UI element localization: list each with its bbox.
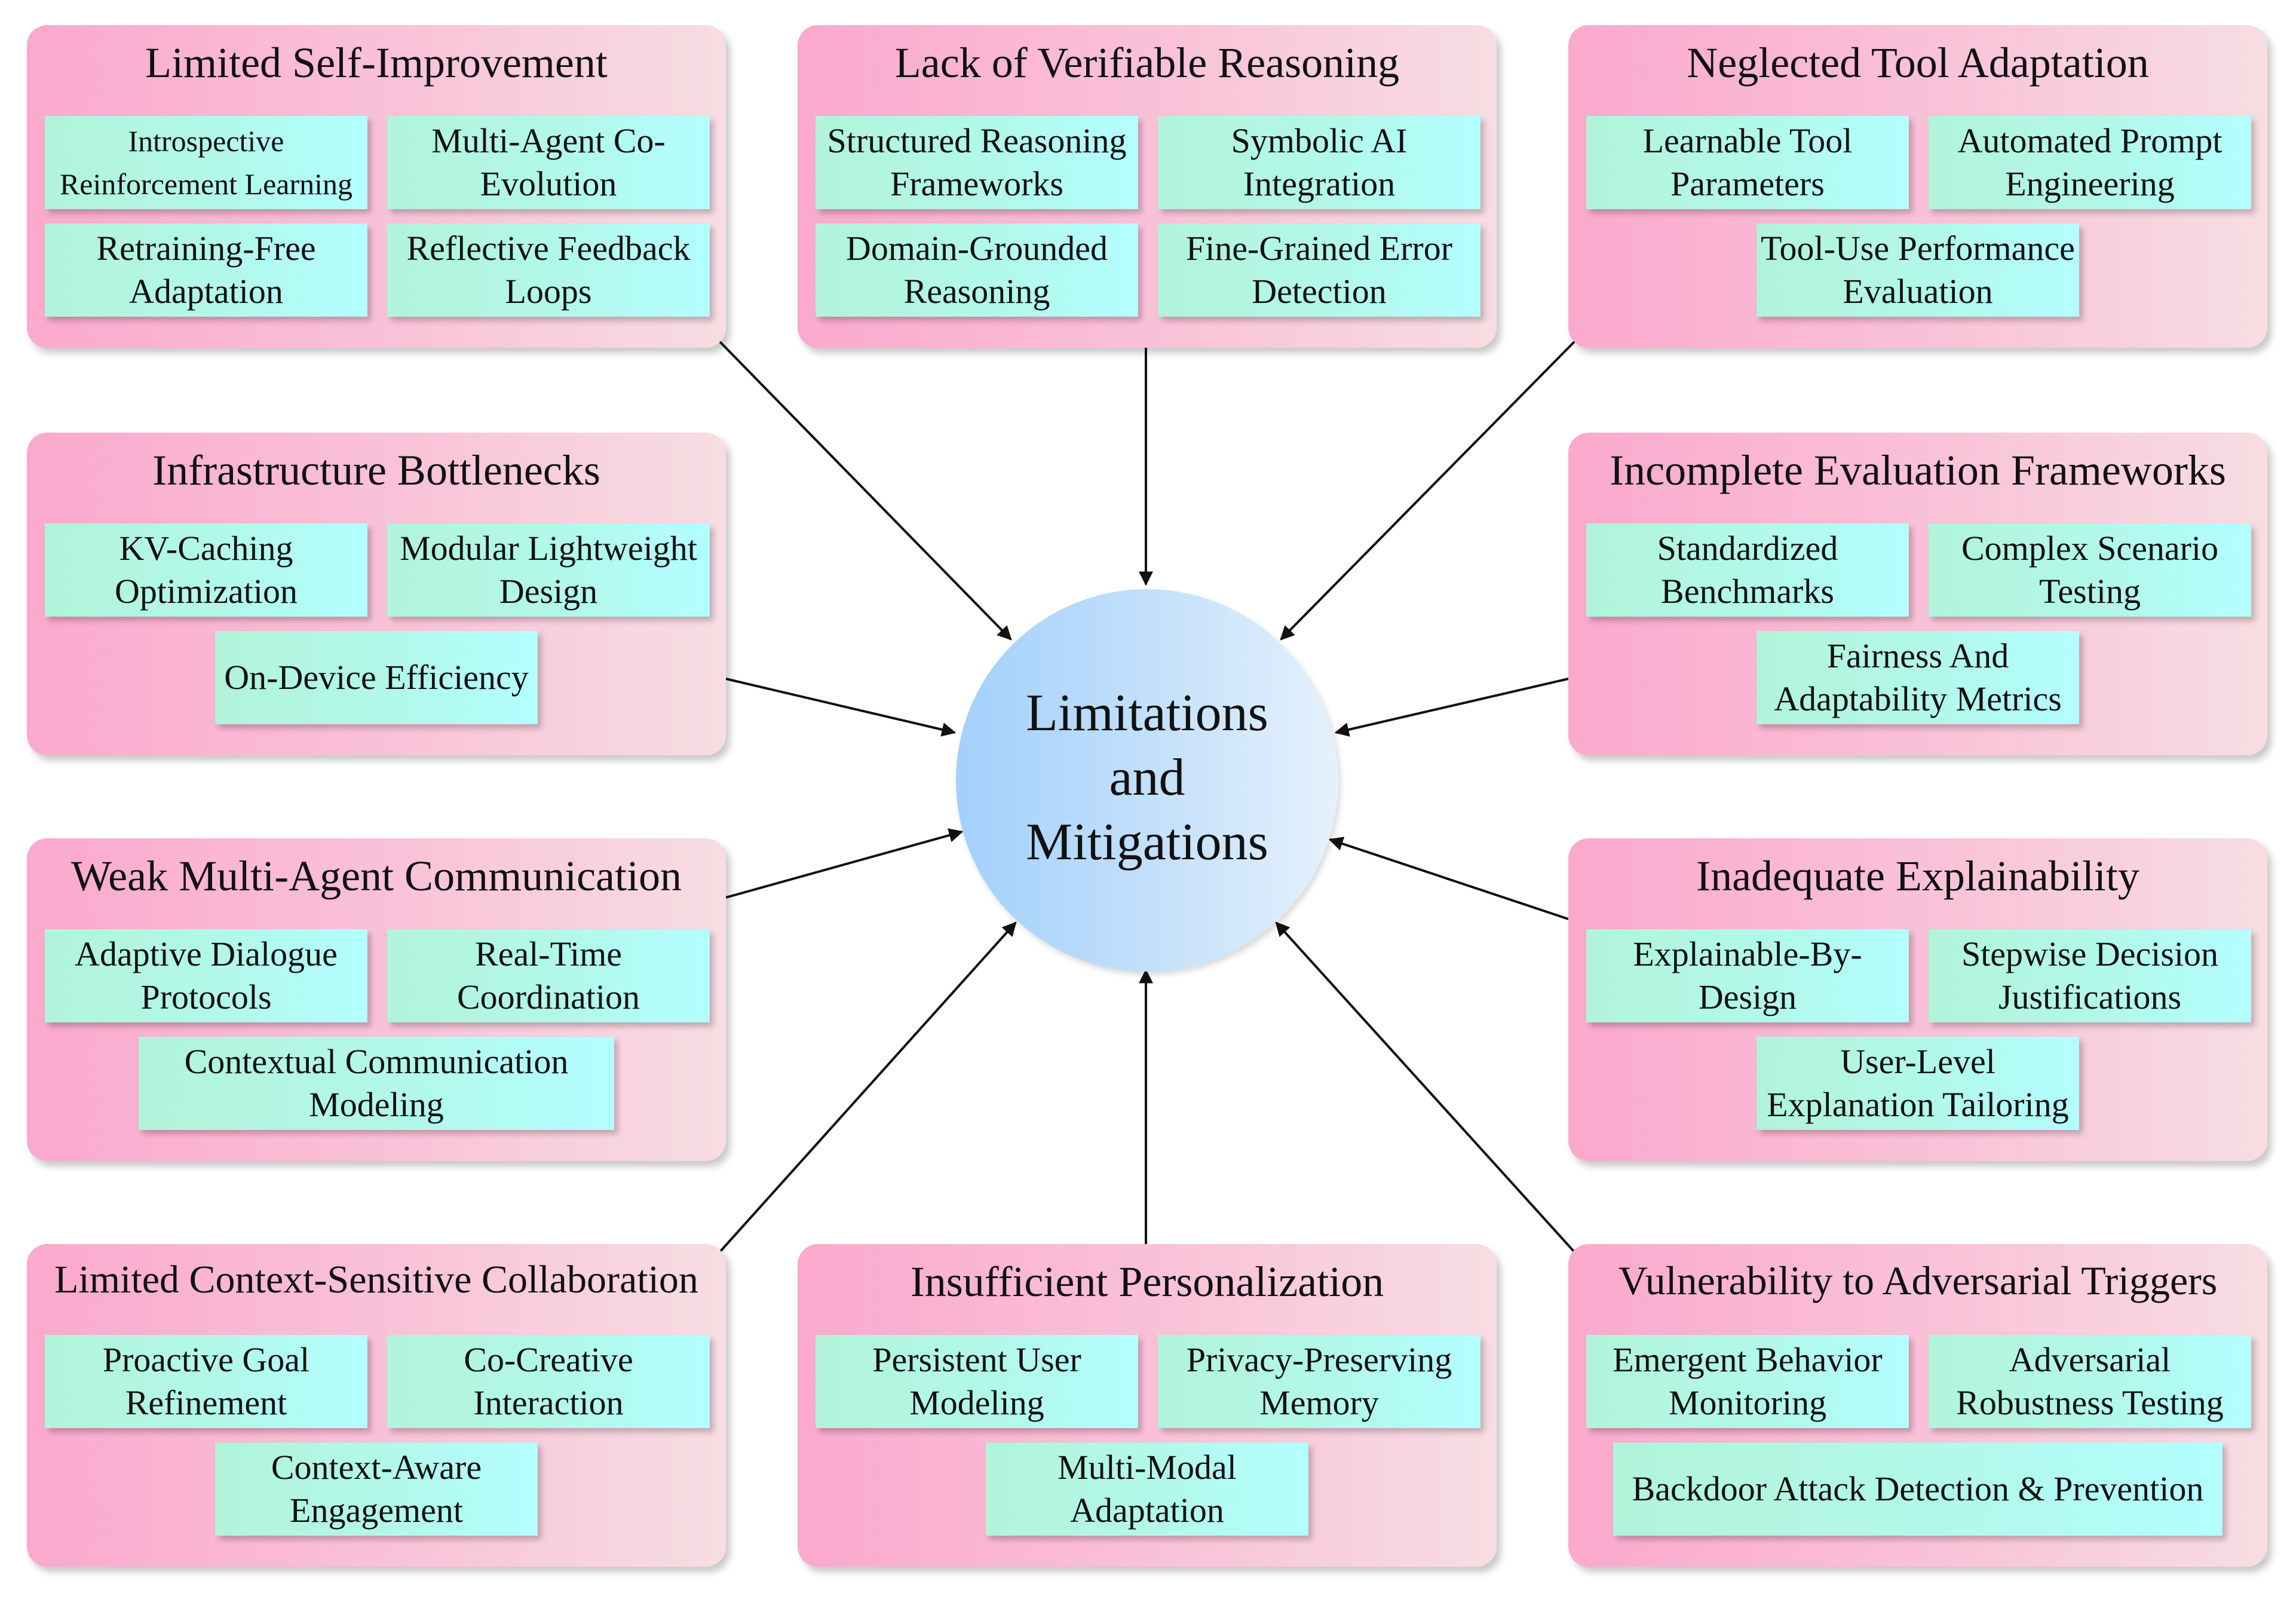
panel-neglected-tool-adaptation: Neglected Tool Adaptation Learnable Tool… bbox=[1568, 25, 2267, 348]
arrow-infrastructure bbox=[725, 678, 957, 737]
panel-title: Limited Self-Improvement bbox=[145, 39, 608, 87]
panel-title: Lack of Verifiable Reasoning bbox=[894, 39, 1400, 87]
panel-infrastructure-bottlenecks: Infrastructure Bottlenecks KV-Caching Op… bbox=[27, 433, 726, 755]
chip-proactive-goal-refinement: Proactive Goal Refinement bbox=[45, 1335, 367, 1428]
chip-fairness-adaptability-metrics: Fairness And Adaptability Metrics bbox=[1757, 631, 2079, 724]
chip-adversarial-robustness-testing: Adversarial Robustness Testing bbox=[1929, 1335, 2251, 1428]
chip-reflective-feedback-loops: Reflective Feedback Loops bbox=[387, 223, 710, 317]
chip-multi-agent-co-evolution: Multi-Agent Co-Evolution bbox=[387, 116, 710, 209]
panel-title: Infrastructure Bottlenecks bbox=[152, 446, 600, 494]
chip-standardized-benchmarks: Standardized Benchmarks bbox=[1586, 523, 1909, 617]
chip-real-time-coordination: Real-Time Coordination bbox=[387, 929, 710, 1022]
arrow-self-improvement bbox=[719, 341, 1012, 641]
chip-tool-use-performance-evaluation: Tool-Use Performance Evaluation bbox=[1757, 223, 2079, 317]
chip-context-aware-engagement: Context-Aware Engagement bbox=[215, 1442, 538, 1536]
chip-learnable-tool-parameters: Learnable Tool Parameters bbox=[1586, 116, 1909, 209]
chip-symbolic-ai-integration: Symbolic AI Integration bbox=[1158, 116, 1480, 209]
panel-title: Neglected Tool Adaptation bbox=[1687, 39, 2149, 87]
chip-structured-reasoning-frameworks: Structured Reasoning Frameworks bbox=[816, 116, 1138, 209]
center-hub: Limitations and Mitigations bbox=[956, 589, 1338, 972]
chip-privacy-preserving-memory: Privacy-Preserving Memory bbox=[1158, 1335, 1480, 1428]
arrow-evaluation bbox=[1334, 678, 1569, 737]
panel-vulnerability-to-adversarial-triggers: Vulnerability to Adversarial Triggers Em… bbox=[1568, 1244, 2267, 1567]
chip-co-creative-interaction: Co-Creative Interaction bbox=[387, 1335, 710, 1428]
panel-insufficient-personalization: Insufficient Personalization Persistent … bbox=[798, 1244, 1497, 1567]
chip-backdoor-attack-detection-prevention: Backdoor Attack Detection & Prevention bbox=[1613, 1442, 2223, 1536]
center-hub-label: Limitations and Mitigations bbox=[1026, 684, 1268, 871]
panel-title: Limited Context-Sensitive Collaboration bbox=[54, 1258, 698, 1301]
chip-stepwise-decision-justifications: Stepwise Decision Justifications bbox=[1929, 929, 2251, 1022]
arrow-tool-adaptation bbox=[1280, 341, 1575, 641]
chip-multi-modal-adaptation: Multi-Modal Adaptation bbox=[986, 1442, 1308, 1536]
arrow-adversarial bbox=[1275, 921, 1575, 1253]
chip-on-device-efficiency: On-Device Efficiency bbox=[215, 631, 538, 724]
panel-title: Weak Multi-Agent Communication bbox=[70, 852, 682, 900]
panel-incomplete-evaluation-frameworks: Incomplete Evaluation Frameworks Standar… bbox=[1568, 433, 2267, 755]
arrow-multi-agent-communication bbox=[725, 828, 964, 899]
chip-fine-grained-error-detection: Fine-Grained Error Detection bbox=[1158, 223, 1480, 317]
chip-explainable-by-design: Explainable-By-Design bbox=[1586, 929, 1909, 1022]
chip-kv-caching-optimization: KV-Caching Optimization bbox=[45, 523, 367, 617]
chip-contextual-communication-modeling: Contextual Communication Modeling bbox=[139, 1037, 614, 1130]
panel-title: Incomplete Evaluation Frameworks bbox=[1610, 446, 2226, 494]
panel-title: Vulnerability to Adversarial Triggers bbox=[1618, 1258, 2218, 1303]
chip-persistent-user-modeling: Persistent User Modeling bbox=[816, 1335, 1138, 1428]
panel-weak-multi-agent-communication: Weak Multi-Agent Communication Adaptive … bbox=[27, 838, 726, 1161]
chip-modular-lightweight-design: Modular Lightweight Design bbox=[387, 523, 710, 617]
chip-automated-prompt-engineering: Automated Prompt Engineering bbox=[1929, 116, 2251, 209]
chip-domain-grounded-reasoning: Domain-Grounded Reasoning bbox=[816, 223, 1138, 317]
chip-emergent-behavior-monitoring: Emergent Behavior Monitoring bbox=[1586, 1335, 1909, 1428]
panel-limited-context-sensitive-collaboration: Limited Context-Sensitive Collaboration … bbox=[27, 1244, 726, 1567]
arrow-context-collaboration bbox=[719, 921, 1017, 1253]
chip-user-level-explanation-tailoring: User-Level Explanation Tailoring bbox=[1757, 1037, 2079, 1130]
panel-limited-self-improvement: Limited Self-Improvement Introspective R… bbox=[27, 25, 726, 348]
panel-title: Insufficient Personalization bbox=[910, 1258, 1384, 1306]
chip-introspective-rl: Introspective Reinforcement Learning bbox=[45, 116, 367, 209]
chip-retraining-free-adaptation: Retraining-Free Adaptation bbox=[45, 223, 367, 317]
panel-title: Inadequate Explainability bbox=[1696, 852, 2139, 900]
chip-adaptive-dialogue-protocols: Adaptive Dialogue Protocols bbox=[45, 929, 367, 1022]
panel-lack-of-verifiable-reasoning: Lack of Verifiable Reasoning Structured … bbox=[798, 25, 1497, 348]
panel-inadequate-explainability: Inadequate Explainability Explainable-By… bbox=[1568, 838, 2267, 1161]
chip-complex-scenario-testing: Complex Scenario Testing bbox=[1929, 523, 2251, 617]
arrow-explainability bbox=[1328, 837, 1569, 920]
